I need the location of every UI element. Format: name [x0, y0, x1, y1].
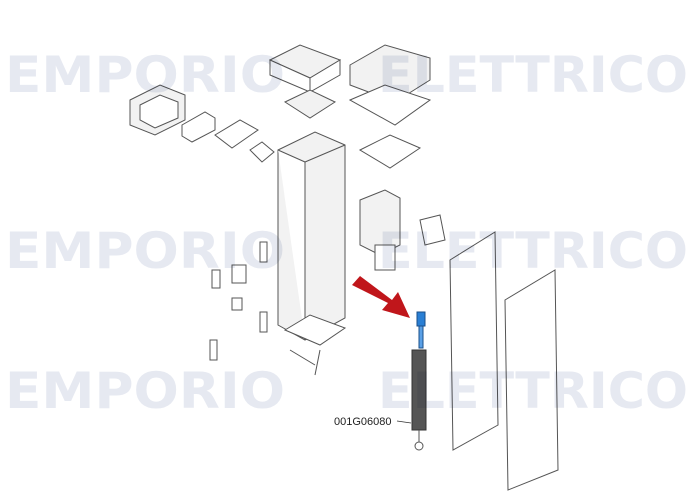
side-cover-part — [129, 84, 186, 136]
callout-leader — [396, 420, 412, 424]
bracket-part — [181, 111, 216, 143]
svg-text:EMPORIO: EMPORIO — [5, 222, 285, 280]
part-number-label: 001G06080 — [334, 416, 392, 428]
cabinet-part — [277, 131, 347, 376]
plate-part — [214, 119, 259, 149]
side-panel-part — [449, 231, 499, 451]
svg-text:EMPORIO: EMPORIO — [5, 362, 285, 420]
svg-text:ELETTRICO: ELETTRICO — [378, 222, 688, 280]
spring-part — [411, 349, 427, 451]
svg-text:ELETTRICO: ELETTRICO — [378, 362, 688, 420]
small-parts — [209, 241, 268, 361]
mount-plate-part — [249, 141, 275, 163]
svg-text:EMPORIO: EMPORIO — [5, 46, 285, 104]
lever-part — [419, 214, 446, 246]
control-box-part — [268, 44, 342, 119]
side-panel-part — [504, 269, 559, 491]
highlighted-part — [416, 311, 426, 349]
gearmotor-part — [359, 189, 401, 271]
pointer-arrow — [352, 276, 410, 318]
watermark: EMPORIO ELETTRICO EMPORIO ELETTRICO EMPO… — [5, 46, 688, 420]
top-cover-part — [348, 44, 432, 169]
svg-text:ELETTRICO: ELETTRICO — [378, 46, 688, 104]
